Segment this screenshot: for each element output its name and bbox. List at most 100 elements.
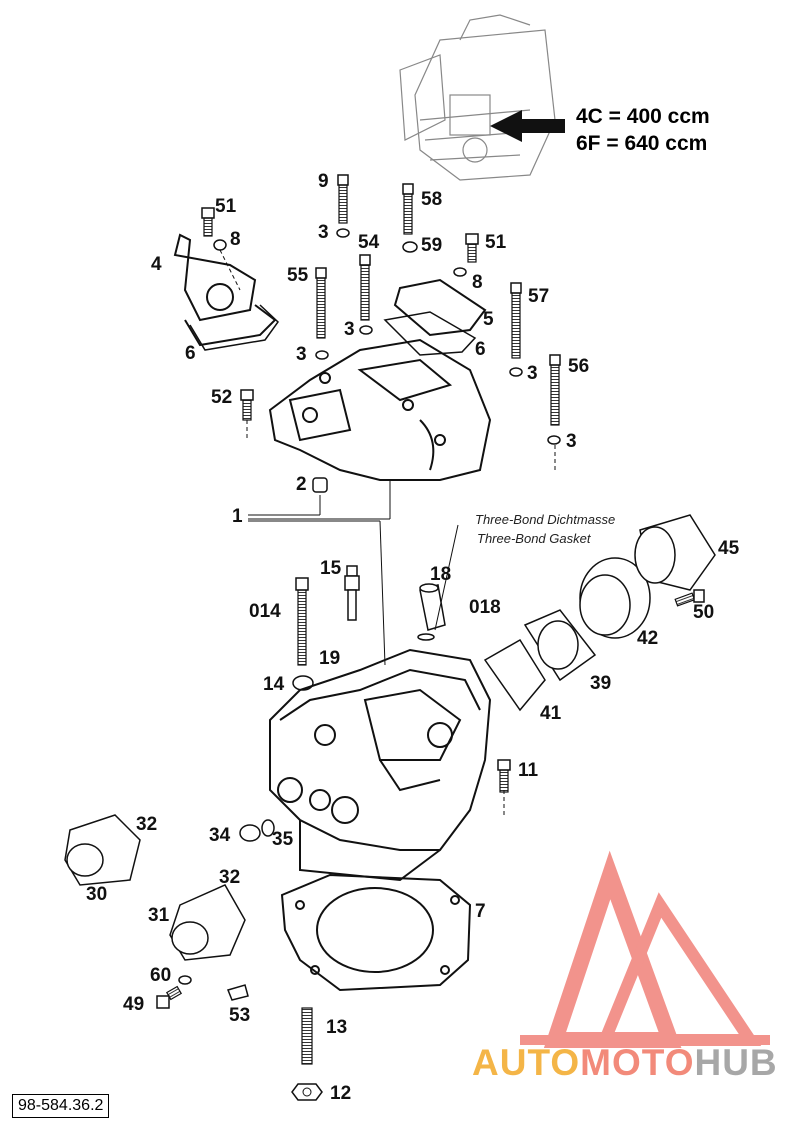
label-3b: 3 xyxy=(344,319,355,340)
label-57: 57 xyxy=(528,286,550,307)
label-39: 39 xyxy=(590,673,612,694)
label-8b: 8 xyxy=(472,272,483,293)
label-60: 60 xyxy=(150,965,172,986)
label-014: 014 xyxy=(249,601,281,622)
label-32a: 32 xyxy=(136,814,158,835)
watermark-triangle xyxy=(520,850,770,1048)
watermark-logo-text: AUTOMOTOHUB xyxy=(472,1042,778,1084)
arrow-icon xyxy=(490,110,565,142)
dashed-guides xyxy=(219,249,556,815)
bolt-54 xyxy=(359,254,371,321)
intake-gasket-41 xyxy=(483,638,546,712)
washer-14 xyxy=(292,675,314,691)
label-12: 12 xyxy=(330,1083,352,1104)
label-50: 50 xyxy=(693,602,715,623)
label-19: 19 xyxy=(319,648,341,669)
label-6a: 6 xyxy=(185,343,196,364)
bolt-55 xyxy=(315,267,327,339)
stud-014 xyxy=(295,577,309,666)
air-filter-hose-45 xyxy=(634,514,716,591)
watermark-text-moto: MOTO xyxy=(580,1042,695,1083)
label-56: 56 xyxy=(568,356,590,377)
label-1: 1 xyxy=(232,506,243,527)
label-3a: 3 xyxy=(318,222,329,243)
sensor-15 xyxy=(344,565,360,621)
label-13: 13 xyxy=(326,1017,348,1038)
label-49: 49 xyxy=(123,994,145,1015)
label-51b: 51 xyxy=(485,232,507,253)
label-31: 31 xyxy=(148,905,170,926)
label-4: 4 xyxy=(151,254,162,275)
bolt-9 xyxy=(337,174,349,224)
watermark-text-auto: AUTO xyxy=(472,1042,581,1083)
exhaust-flange-31 xyxy=(169,884,246,961)
oring-018 xyxy=(417,633,435,641)
bolt-11 xyxy=(497,759,511,793)
label-7: 7 xyxy=(475,901,486,922)
gasket-note-en: Three-Bond Gasket xyxy=(477,531,591,546)
intake-flange-39 xyxy=(523,609,597,682)
bolt-51-right xyxy=(465,233,479,263)
oring-35 xyxy=(261,819,275,837)
diagram-part-number: 98-584.36.2 xyxy=(12,1094,110,1118)
label-14: 14 xyxy=(263,674,285,695)
label-3c: 3 xyxy=(296,344,307,365)
label-018: 018 xyxy=(469,597,501,618)
bolt-49 xyxy=(156,985,183,1009)
gasket-note-de: Three-Bond Dichtmasse xyxy=(475,512,616,527)
label-53: 53 xyxy=(229,1005,251,1026)
label-59: 59 xyxy=(421,235,443,256)
label-30: 30 xyxy=(86,884,108,905)
callout-640: 6F = 640 ccm xyxy=(576,132,708,156)
label-45: 45 xyxy=(718,538,740,559)
cylinder-head xyxy=(269,648,492,882)
cover-5 xyxy=(393,278,487,337)
label-11: 11 xyxy=(518,760,539,781)
dowel-2 xyxy=(312,477,328,493)
leader-lines xyxy=(248,480,459,666)
label-3e: 3 xyxy=(566,431,577,452)
bolt-51-left xyxy=(201,207,215,237)
valve-cover xyxy=(268,338,492,481)
label-9: 9 xyxy=(318,171,329,192)
label-32b: 32 xyxy=(219,867,241,888)
plug-34 xyxy=(239,824,261,842)
clip-53 xyxy=(226,984,249,1001)
exhaust-flange-30 xyxy=(64,814,141,886)
label-42: 42 xyxy=(637,628,659,649)
intake-rubber-42 xyxy=(579,557,651,639)
washer-3 xyxy=(315,228,561,445)
label-55: 55 xyxy=(287,265,309,286)
stud-13 xyxy=(301,1007,313,1065)
engine-reference-sketch xyxy=(399,14,556,181)
bolt-50 xyxy=(674,589,705,607)
label-6b: 6 xyxy=(475,339,486,360)
label-5: 5 xyxy=(483,309,494,330)
bolt-52 xyxy=(240,389,254,421)
thermostat-housing xyxy=(173,233,277,347)
nut-59 xyxy=(402,241,418,253)
displacement-callout: 4C = 400 ccm 6F = 640 ccm xyxy=(576,103,710,158)
sleeve-18 xyxy=(419,583,446,631)
label-15: 15 xyxy=(320,558,342,579)
label-34: 34 xyxy=(209,825,231,846)
oring-60 xyxy=(178,975,192,985)
label-2: 2 xyxy=(296,474,307,495)
bolt-58 xyxy=(402,183,414,235)
label-58: 58 xyxy=(421,189,443,210)
bolt-57 xyxy=(510,282,522,359)
head-gasket-7 xyxy=(280,873,472,992)
bolt-56 xyxy=(549,354,561,426)
label-41: 41 xyxy=(540,703,562,724)
nut-12 xyxy=(291,1083,323,1101)
label-54: 54 xyxy=(358,232,380,253)
gasket-6-right xyxy=(383,311,477,356)
label-18: 18 xyxy=(430,564,452,585)
label-35: 35 xyxy=(272,829,294,850)
callout-400: 4C = 400 ccm xyxy=(576,105,710,128)
label-3d: 3 xyxy=(527,363,538,384)
watermark-text-hub: HUB xyxy=(694,1042,778,1083)
label-52: 52 xyxy=(211,387,233,408)
label-8a: 8 xyxy=(230,229,241,250)
